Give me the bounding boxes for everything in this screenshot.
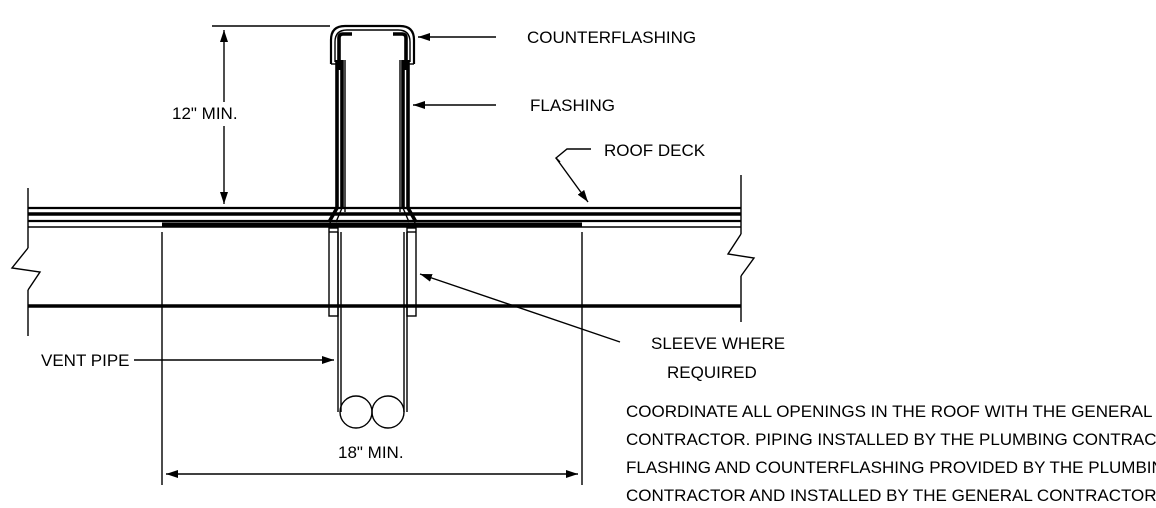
- note-line-1: COORDINATE ALL OPENINGS IN THE ROOF WITH…: [626, 402, 1152, 421]
- dimension-12-min: 12" MIN.: [172, 25, 330, 204]
- sleeve: [328, 227, 417, 317]
- note-line-4: CONTRACTOR AND INSTALLED BY THE GENERAL …: [626, 486, 1156, 505]
- leader-vent-pipe: VENT PIPE: [41, 351, 334, 370]
- label-flashing: FLASHING: [530, 96, 615, 115]
- dim-18-label: 18" MIN.: [338, 443, 404, 462]
- leader-flashing: FLASHING: [413, 96, 615, 115]
- note-line-3: FLASHING AND COUNTERFLASHING PROVIDED BY…: [626, 458, 1156, 477]
- label-counterflashing: COUNTERFLASHING: [527, 28, 696, 47]
- label-sleeve-line2: REQUIRED: [667, 363, 757, 382]
- label-vent-pipe: VENT PIPE: [41, 351, 130, 370]
- general-note: COORDINATE ALL OPENINGS IN THE ROOF WITH…: [626, 402, 1156, 505]
- dimension-18-min: 18" MIN.: [161, 232, 583, 485]
- note-line-2: CONTRACTOR. PIPING INSTALLED BY THE PLUM…: [626, 430, 1156, 449]
- leader-sleeve: SLEEVE WHERE REQUIRED: [419, 273, 785, 382]
- label-sleeve-line1: SLEEVE WHERE: [651, 334, 785, 353]
- flashing: [327, 60, 418, 223]
- leader-counterflashing: COUNTERFLASHING: [418, 28, 696, 47]
- label-roof-deck: ROOF DECK: [604, 141, 706, 160]
- dim-12-label: 12" MIN.: [172, 104, 238, 123]
- leader-roof-deck: ROOF DECK: [554, 141, 706, 203]
- counterflashing: [329, 24, 416, 70]
- vent-pipe: [337, 232, 408, 429]
- roof-deck-assembly: [10, 175, 756, 336]
